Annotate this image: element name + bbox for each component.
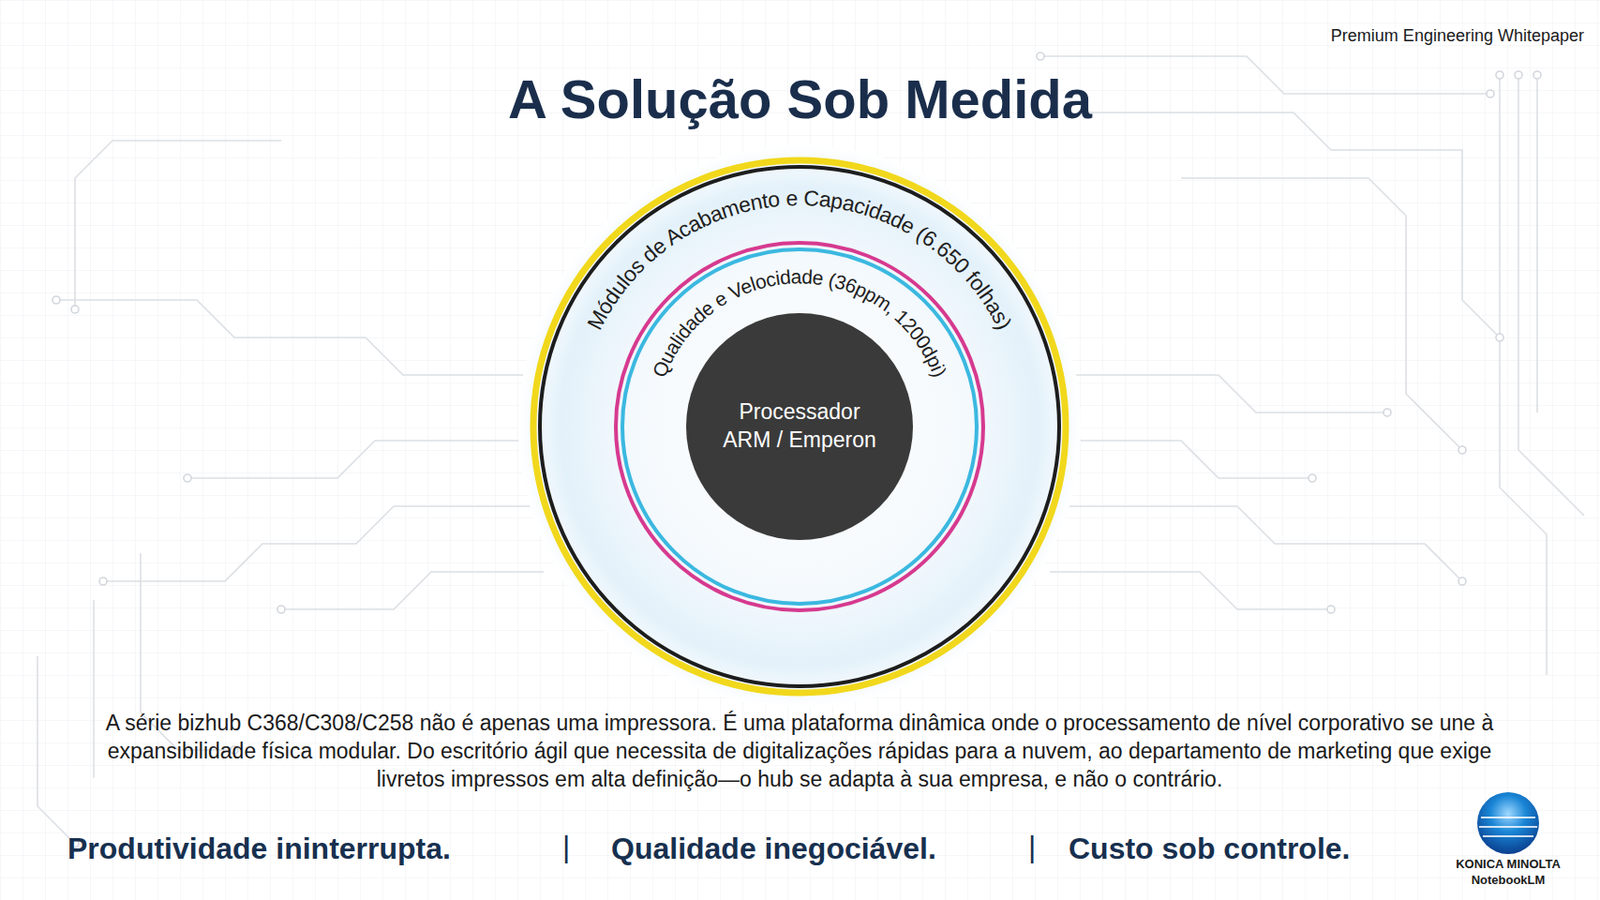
ring-node: Qualidade e Velocidade (36ppm, 1200dpi)P… bbox=[613, 240, 986, 613]
core-text-box: Processador ARM / Emperon bbox=[685, 312, 914, 541]
logo-stripes bbox=[1479, 817, 1538, 837]
body-paragraph: A série bizhub C368/C308/C258 não é apen… bbox=[96, 709, 1503, 794]
circuit-lines bbox=[37, 56, 1585, 844]
title: A Solução Sob Medida bbox=[0, 69, 1600, 130]
ring-stroke bbox=[533, 160, 1066, 693]
circuit-pads bbox=[52, 52, 1541, 848]
ring-stroke bbox=[615, 242, 984, 611]
core-label: Processador ARM / Emperon bbox=[718, 398, 881, 455]
ring-outline bbox=[685, 312, 914, 541]
ring-stroke bbox=[539, 166, 1060, 687]
ring-node: Processador ARM / Emperon bbox=[685, 312, 914, 541]
logo-text: NotebookLM bbox=[1433, 873, 1584, 888]
ring-stroke bbox=[622, 249, 977, 604]
logo-sphere bbox=[1477, 792, 1540, 854]
separator: | bbox=[562, 829, 582, 865]
header-note: Premium Engineering Whitepaper bbox=[1218, 26, 1585, 46]
separator: | bbox=[1028, 829, 1047, 865]
core-circle bbox=[686, 313, 913, 540]
tagline: Custo sob controle. bbox=[1068, 831, 1463, 867]
tagline: Qualidade inegociável. bbox=[611, 831, 1033, 867]
ring-label: Módulos de Acabamento e Capacidade (6.65… bbox=[582, 185, 1017, 334]
ring-node: Módulos de Acabamento e Capacidade (6.65… bbox=[532, 159, 1067, 694]
glow bbox=[518, 145, 1081, 708]
logo-text: KONICA MINOLTA bbox=[1433, 857, 1584, 872]
tagline: Produtividade ininterrupta. bbox=[67, 831, 565, 867]
